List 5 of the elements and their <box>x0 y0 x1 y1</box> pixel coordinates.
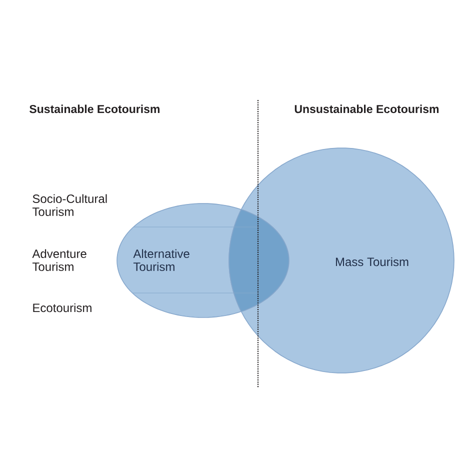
category-label: Adventure Tourism <box>32 249 86 271</box>
column-heading: Sustainable Ecotourism <box>30 104 160 114</box>
category-label: Socio-Cultural Tourism <box>32 194 107 216</box>
category-label: Ecotourism <box>33 303 92 312</box>
column-heading: Unsustainable Ecotourism <box>294 104 439 114</box>
